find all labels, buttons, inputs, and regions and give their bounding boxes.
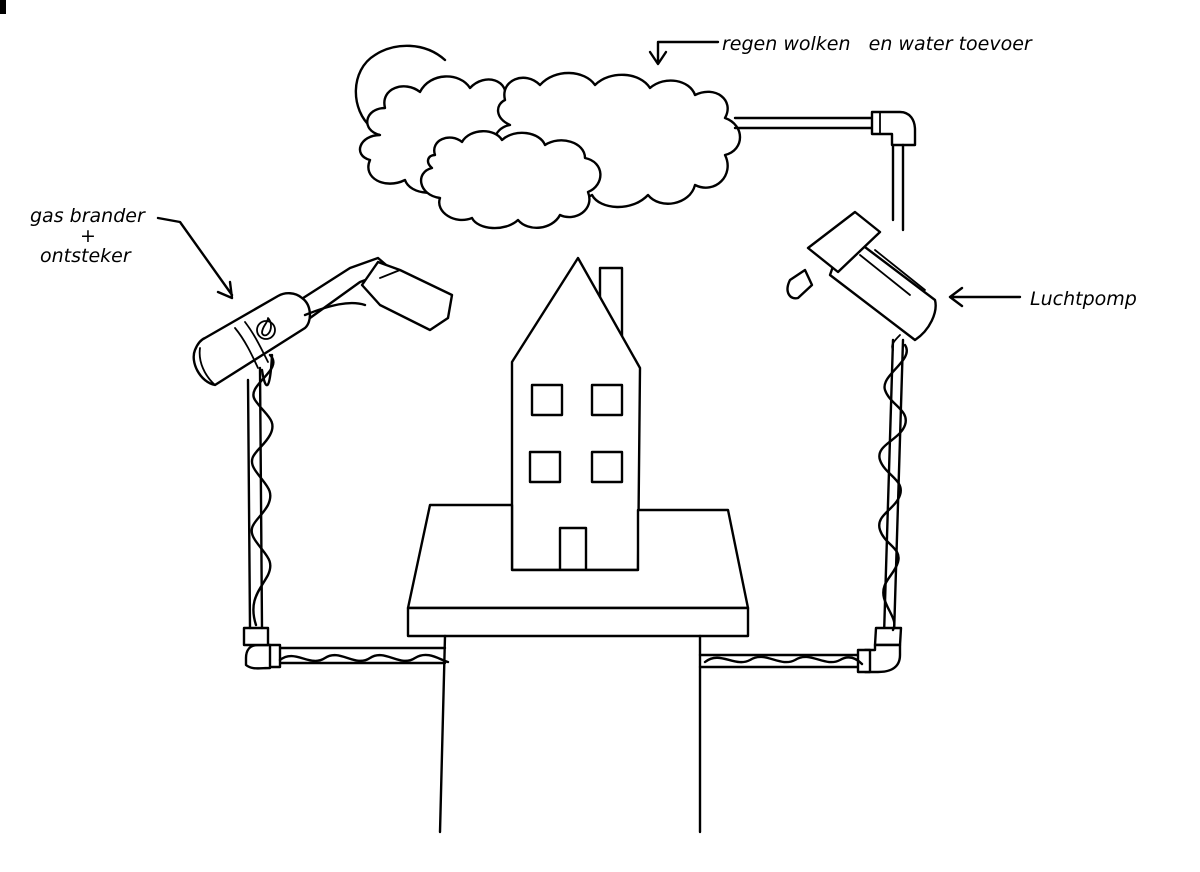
pipe-elbow-bottom-left — [244, 643, 272, 670]
air-pump — [786, 210, 937, 351]
flame-icon — [256, 317, 276, 340]
pump-arrow-icon — [948, 286, 1022, 308]
house-window-2 — [590, 383, 624, 417]
pedestal — [406, 503, 750, 834]
pipe-elbow-top-right — [870, 110, 917, 147]
scan-mark — [0, 0, 6, 14]
label-burner-line3: ontsteker — [40, 245, 132, 267]
hose-left — [250, 353, 275, 627]
label-burner-line2: + — [80, 225, 96, 247]
label-pump: Luchtpomp — [1030, 288, 1137, 310]
table-edge — [406, 606, 750, 638]
hose-right — [878, 343, 908, 632]
burner-nozzle — [360, 260, 454, 332]
pipe-top — [733, 116, 882, 130]
hose-bottom-left — [278, 653, 450, 664]
water-pipe-frame — [242, 110, 917, 674]
pump-motor — [806, 210, 882, 274]
pump-body — [828, 230, 937, 342]
house-door — [558, 526, 588, 572]
pipe-right — [891, 143, 905, 232]
label-burner-line1: gas brander — [30, 205, 146, 227]
arrow-icon — [648, 40, 720, 66]
sun — [354, 44, 447, 130]
cloud-front — [420, 130, 602, 230]
label-clouds: regen wolken en water toevoer — [722, 33, 1033, 55]
pump-nozzle — [786, 268, 814, 300]
burner-arrow-icon — [156, 216, 234, 300]
table-leg — [438, 634, 702, 834]
rain-clouds — [358, 71, 742, 230]
house-window-1 — [530, 383, 564, 417]
house-window-3 — [528, 450, 562, 484]
burner-canister — [192, 292, 312, 387]
house-window-4 — [590, 450, 624, 484]
gas-burner — [192, 256, 454, 387]
house-model — [510, 256, 642, 572]
hose-bottom-right — [703, 655, 864, 666]
